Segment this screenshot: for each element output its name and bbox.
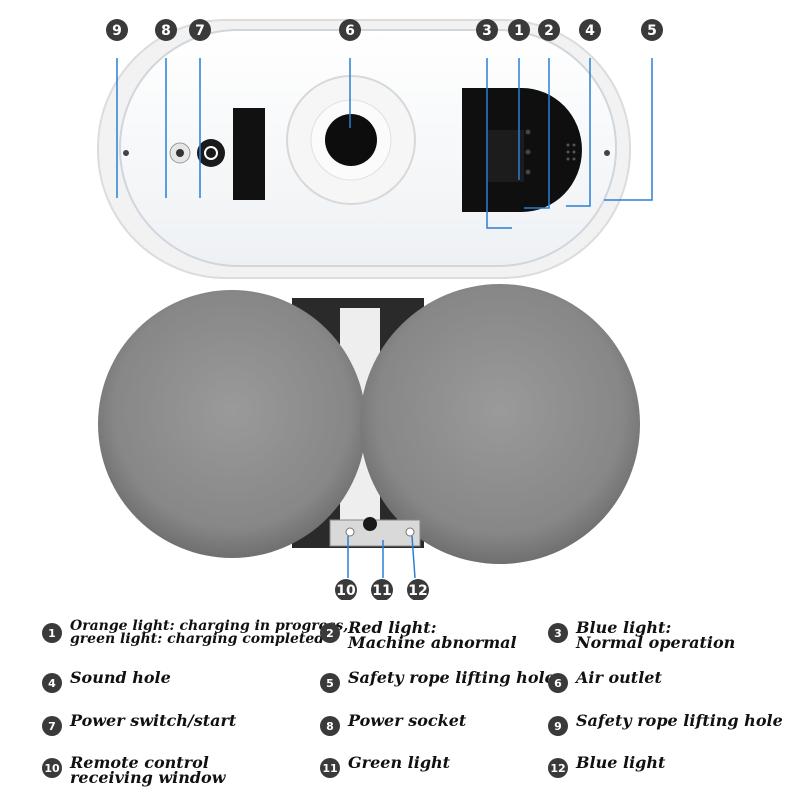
- callout-badge: 8: [155, 19, 177, 41]
- legend-item: 5 Safety rope lifting hole: [320, 670, 555, 693]
- legend-number: 3: [548, 623, 568, 643]
- green-light: [363, 517, 377, 531]
- callout-number: 8: [161, 23, 171, 39]
- callout-number: 12: [408, 583, 427, 599]
- legend-text: Red light: Machine abnormal: [348, 618, 517, 652]
- callout-number: 2: [544, 23, 554, 39]
- rope-hole-right: [604, 150, 610, 156]
- legend-text: Power switch/start: [70, 711, 237, 730]
- callout-number: 3: [482, 23, 492, 39]
- legend-text: Blue light: Normal operation: [576, 618, 736, 652]
- robot-top-view: [97, 19, 631, 279]
- blue-light: [405, 527, 415, 537]
- callout-number: 6: [345, 23, 355, 39]
- power-socket-pin: [176, 149, 184, 157]
- callout-badge: 2: [538, 19, 560, 41]
- callout-badge: 6: [339, 19, 361, 41]
- label-sticker: [233, 108, 265, 200]
- legend-number: 1: [42, 623, 62, 643]
- legend-number: 7: [42, 716, 62, 736]
- callout-badge: 5: [641, 19, 663, 41]
- air-outlet-hole: [325, 114, 377, 166]
- legend-text: Sound hole: [70, 668, 171, 687]
- legend-number: 6: [548, 673, 568, 693]
- callout-number: 9: [112, 23, 122, 39]
- legend-item: 3 Blue light: Normal operation: [548, 618, 736, 652]
- callout-badge: 11: [371, 579, 393, 600]
- legend-item: 9 Safety rope lifting hole: [548, 713, 783, 736]
- legend-text: Orange light: charging in progress, gree…: [70, 618, 349, 647]
- callout-lines-top: [116, 58, 653, 229]
- power-switch-icon: [204, 146, 218, 160]
- legend-item: 2 Red light: Machine abnormal: [320, 618, 517, 652]
- callout-badge: 1: [508, 19, 530, 41]
- legend-text: Green light: [348, 753, 451, 772]
- indicator-light-3: [525, 129, 531, 135]
- power-switch: [197, 139, 225, 167]
- legend-text: Blue light: [576, 753, 666, 772]
- indicator-light-1: [525, 149, 531, 155]
- legend-item: 6 Air outlet: [548, 670, 662, 693]
- legend-item: 7 Power switch/start: [42, 713, 236, 736]
- legend-text: Power socket: [348, 711, 467, 730]
- callout-badge: 3: [476, 19, 498, 41]
- legend-item: 12 Blue light: [548, 755, 665, 778]
- callout-badge: 7: [189, 19, 211, 41]
- callout-number: 11: [372, 583, 391, 599]
- legend-number: 5: [320, 673, 340, 693]
- callout-number: 5: [647, 23, 657, 39]
- legend-item: 4 Sound hole: [42, 670, 171, 693]
- legend-number: 2: [320, 623, 340, 643]
- callout-number: 10: [336, 583, 356, 599]
- legend-text: Remote control receiving window: [70, 753, 226, 787]
- indicator-light-2: [525, 169, 531, 175]
- callout-badge: 12: [407, 579, 429, 600]
- legend-item: 1 Orange light: charging in progress, gre…: [42, 618, 349, 647]
- legend-number: 9: [548, 716, 568, 736]
- legend-number: 11: [320, 758, 340, 778]
- callout-number: 7: [195, 23, 205, 39]
- callout-badge: 4: [579, 19, 601, 41]
- legend-text: Air outlet: [576, 668, 662, 687]
- callout-lines-bottom: [347, 535, 416, 579]
- legend-text: Safety rope lifting hole: [576, 711, 783, 730]
- mop-pad-right: [360, 284, 640, 564]
- remote-receiver: [345, 527, 355, 537]
- rope-hole-left: [123, 150, 129, 156]
- mop-pad-left: [98, 290, 366, 558]
- legend-item: 8 Power socket: [320, 713, 466, 736]
- legend: 1 Orange light: charging in progress, gre…: [0, 605, 800, 800]
- sound-hole: [566, 143, 576, 161]
- legend-text: Safety rope lifting hole: [348, 668, 555, 687]
- callout-badge: 9: [106, 19, 128, 41]
- legend-number: 12: [548, 758, 568, 778]
- legend-item: 11 Green light: [320, 755, 450, 778]
- robot-bottom-view: [98, 284, 640, 564]
- legend-number: 10: [42, 758, 62, 778]
- legend-number: 4: [42, 673, 62, 693]
- callout-number: 1: [514, 23, 524, 39]
- callout-number: 4: [585, 23, 595, 39]
- legend-number: 8: [320, 716, 340, 736]
- indicator-lights-panel: [488, 130, 524, 182]
- legend-item: 10 Remote control receiving window: [42, 753, 226, 787]
- callout-badge: 10: [335, 579, 357, 600]
